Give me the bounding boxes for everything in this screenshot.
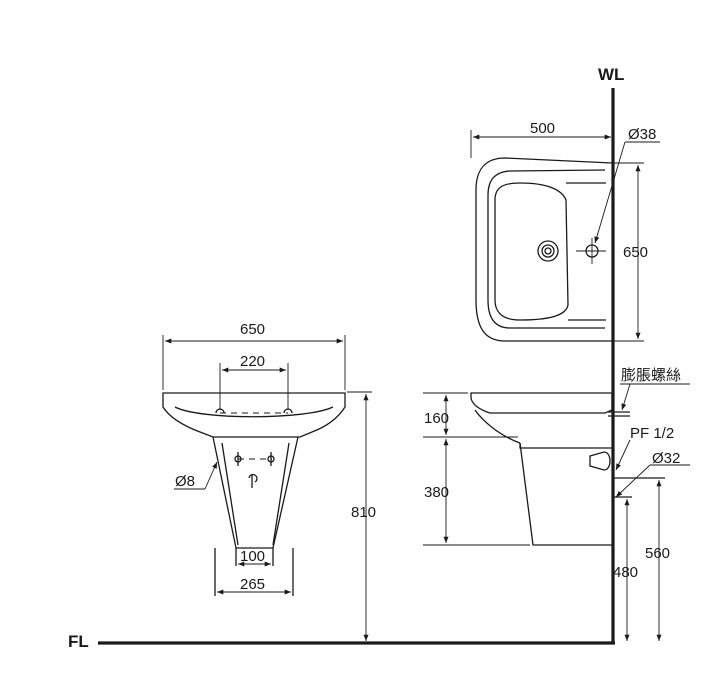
faucet-spacing-label: 220 (240, 353, 265, 370)
front-dim-650 (162, 335, 346, 390)
front-view-bolt-holes (234, 452, 275, 488)
front-width-label: 650 (240, 321, 265, 338)
floor-label: FL (68, 632, 89, 651)
pedestal-upper-label: 380 (424, 484, 449, 501)
top-depth-label: 500 (530, 120, 555, 137)
side-view-pipes (614, 477, 665, 498)
front-view-faucet-holes (215, 408, 293, 414)
top-view-drain (537, 240, 559, 262)
pedestal-outer-label: 265 (240, 576, 265, 593)
faucet-hole-diameter-label: Ø38 (628, 126, 656, 143)
drain-leader (615, 464, 690, 498)
pedestal-inner-label: 100 (240, 548, 265, 565)
front-view-basin (162, 392, 346, 438)
expansion-bolt-leader (620, 383, 690, 411)
side-view-basin (470, 392, 613, 449)
basin-thickness-label: 160 (424, 410, 449, 427)
drain-diameter-label: Ø32 (652, 450, 680, 467)
bolt-leader (174, 461, 218, 490)
top-projection-label: 650 (623, 244, 648, 261)
supply-thread-leader (615, 439, 631, 471)
bolt-diameter-label: Ø8 (175, 473, 195, 490)
front-view-pedestal (212, 436, 299, 596)
expansion-bolt (608, 411, 630, 417)
front-dim-220 (219, 363, 289, 410)
top-dim-650 (614, 162, 644, 342)
side-dim-380 (423, 439, 530, 546)
front-dim-810 (347, 391, 372, 641)
top-view-faucet-hole (576, 238, 606, 264)
supply-thread-label: PF 1/2 (630, 425, 674, 442)
wall-label: WL (598, 65, 624, 84)
top-view-basin (475, 157, 613, 342)
drain-height-label: 480 (613, 564, 638, 581)
expansion-bolt-label: 膨脹螺絲 (621, 366, 681, 384)
rim-height-label: 810 (351, 504, 376, 521)
supply-height-label: 560 (645, 545, 670, 562)
faucet-hole-leader (594, 141, 660, 244)
top-dim-500 (470, 130, 611, 158)
side-dim-160 (423, 392, 518, 438)
side-view-pedestal (519, 442, 612, 546)
